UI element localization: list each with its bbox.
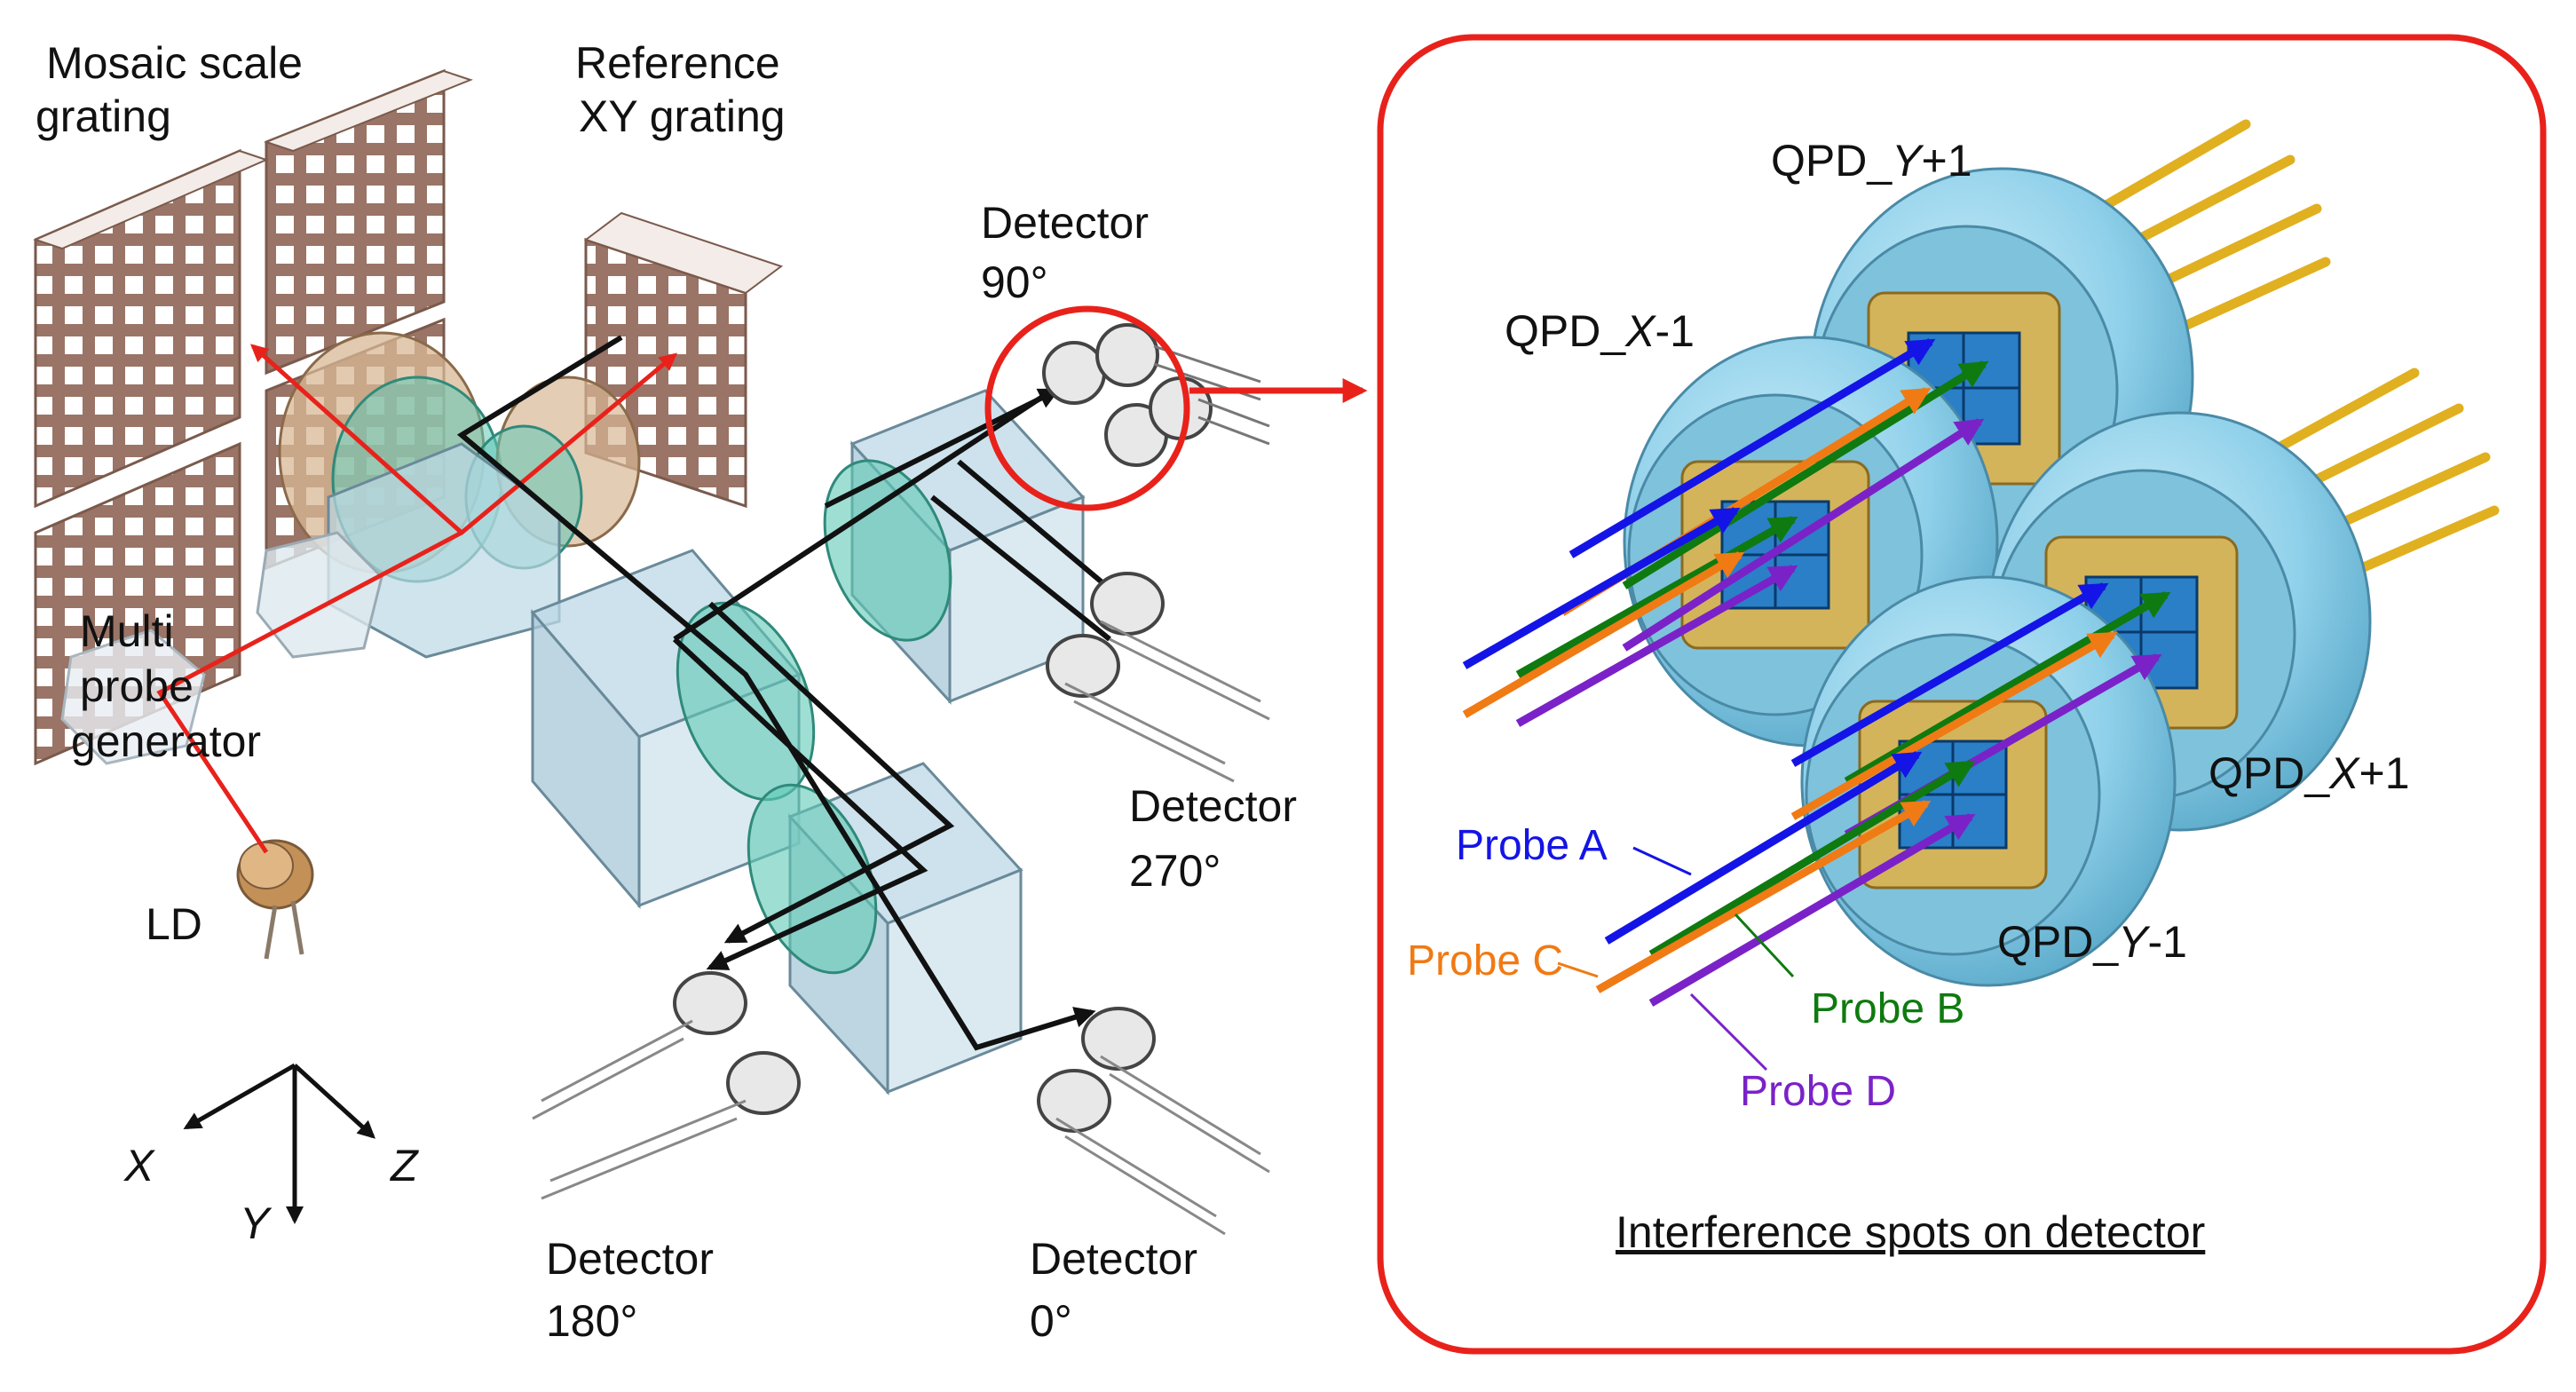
- label-qpd-y-plus-1: QPD_Y+1: [1771, 136, 1972, 186]
- label-mosaic-1: Mosaic scale: [46, 38, 303, 88]
- label-multi-1: Multi: [80, 606, 174, 656]
- label-det90-1: Detector: [981, 198, 1149, 248]
- coordinate-axes: [183, 1063, 375, 1224]
- inset-caption: Interference spots on detector: [1616, 1207, 2205, 1257]
- label-det180-2: 180°: [546, 1296, 637, 1346]
- label-mosaic-2: grating: [36, 91, 171, 141]
- label-probe-d: Probe D: [1740, 1068, 1896, 1115]
- label-axis-x: X: [123, 1141, 155, 1190]
- detector-270: [1046, 572, 1270, 783]
- interference-beams: [456, 335, 1131, 1051]
- label-det90-2: 90°: [981, 257, 1048, 307]
- laser-diode: [236, 839, 314, 960]
- label-reference-2: XY grating: [579, 91, 786, 141]
- label-det270-2: 270°: [1129, 846, 1221, 896]
- label-det0-1: Detector: [1030, 1234, 1197, 1284]
- label-probe-c: Probe C: [1407, 937, 1563, 985]
- label-multi-2: probe: [80, 661, 194, 711]
- label-det270-1: Detector: [1129, 781, 1297, 831]
- detector-180: [532, 971, 801, 1200]
- label-qpd-y-minus-1: QPD_Y-1: [1997, 917, 2187, 967]
- qpd-x-minus-1: [1623, 336, 1999, 747]
- label-det180-1: Detector: [546, 1234, 714, 1284]
- label-probe-a: Probe A: [1456, 822, 1608, 869]
- label-det0-2: 0°: [1030, 1296, 1072, 1346]
- label-multi-3: generator: [71, 716, 261, 766]
- label-probe-b: Probe B: [1811, 985, 1964, 1032]
- label-ld: LD: [146, 899, 202, 949]
- label-axis-y: Y: [240, 1198, 273, 1248]
- label-axis-z: Z: [390, 1141, 419, 1190]
- wave-plates: [676, 459, 952, 975]
- label-reference-1: Reference: [575, 38, 780, 88]
- detector-0: [1037, 1007, 1270, 1236]
- probe-leader-lines: [1557, 846, 1795, 1072]
- label-qpd-x-minus-1: QPD_X-1: [1505, 306, 1695, 356]
- probe-beams: [1462, 338, 2171, 1007]
- laser-beam-path: [156, 344, 678, 854]
- multi-probe-generator: [60, 531, 383, 765]
- detector-90: [1042, 323, 1270, 467]
- label-qpd-x-plus-1: QPD_X+1: [2209, 748, 2410, 798]
- detector-highlight-circle: [984, 305, 1190, 511]
